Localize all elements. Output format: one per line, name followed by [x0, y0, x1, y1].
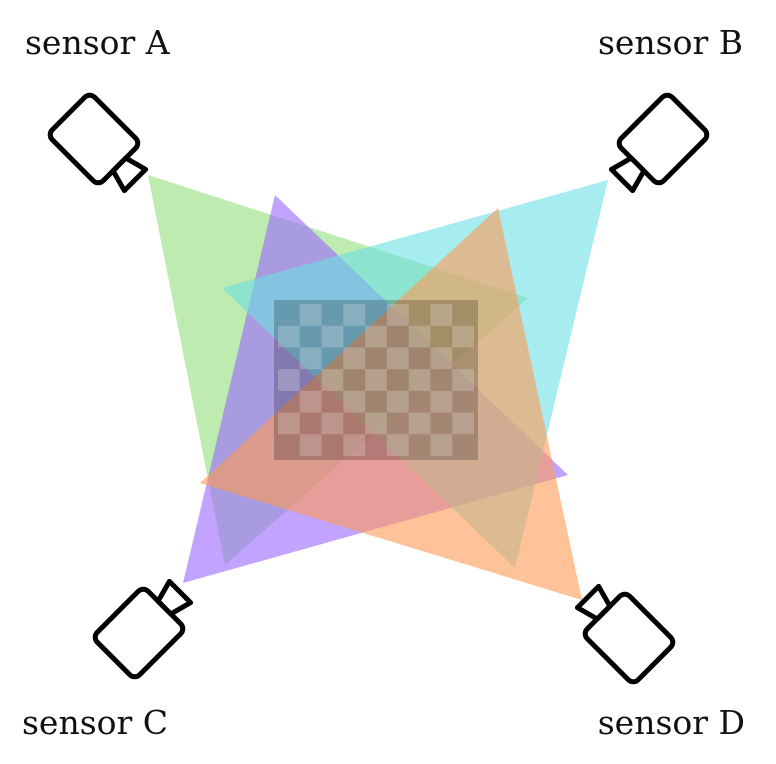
checkerboard-square: [343, 434, 366, 456]
checkerboard-square: [299, 390, 322, 413]
checkerboard-square: [321, 412, 344, 435]
checkerboard-square: [278, 369, 300, 391]
checkerboard-square: [430, 434, 453, 456]
checkerboard-square: [365, 369, 387, 391]
checkerboard-square: [299, 434, 322, 456]
checkerboard-square: [343, 347, 366, 370]
camera-icon-sensor-c: [92, 578, 194, 680]
checkerboard-square: [278, 325, 300, 348]
checkerboard-square: [321, 325, 344, 348]
checkerboard-square: [408, 325, 431, 348]
label-sensor-a: sensor A: [25, 23, 171, 62]
checkerboard-square: [430, 347, 453, 370]
checkerboard-square: [299, 347, 322, 370]
checkerboard-square: [386, 434, 409, 456]
camera-icon-sensor-d: [574, 583, 676, 685]
checkerboard-square: [365, 412, 387, 435]
checkerboard-square: [452, 412, 474, 435]
fields-of-view: [148, 175, 608, 600]
label-sensor-d: sensor D: [598, 703, 745, 742]
label-sensor-c: sensor C: [22, 703, 168, 742]
checkerboard-square: [386, 304, 409, 326]
label-sensor-b: sensor B: [598, 23, 743, 62]
checkerboard-square: [408, 412, 431, 435]
checkerboard-square: [278, 412, 300, 435]
checkerboard-square: [365, 325, 387, 348]
checkerboard-square: [430, 390, 453, 413]
checkerboard-square: [452, 325, 474, 348]
checkerboard-square: [408, 369, 431, 391]
checkerboard-square: [321, 369, 344, 391]
checkerboard-square: [386, 390, 409, 413]
checkerboard-square: [343, 390, 366, 413]
camera-icon-sensor-b: [608, 92, 710, 194]
checkerboard-square: [430, 304, 453, 326]
checkerboard-square: [343, 304, 366, 326]
checkerboard-square: [452, 369, 474, 391]
fov-sensor-d: [200, 208, 582, 600]
checkerboard-target: [274, 300, 478, 460]
camera-icon-sensor-a: [47, 92, 149, 194]
checkerboard-square: [386, 347, 409, 370]
checkerboard-square: [299, 304, 322, 326]
